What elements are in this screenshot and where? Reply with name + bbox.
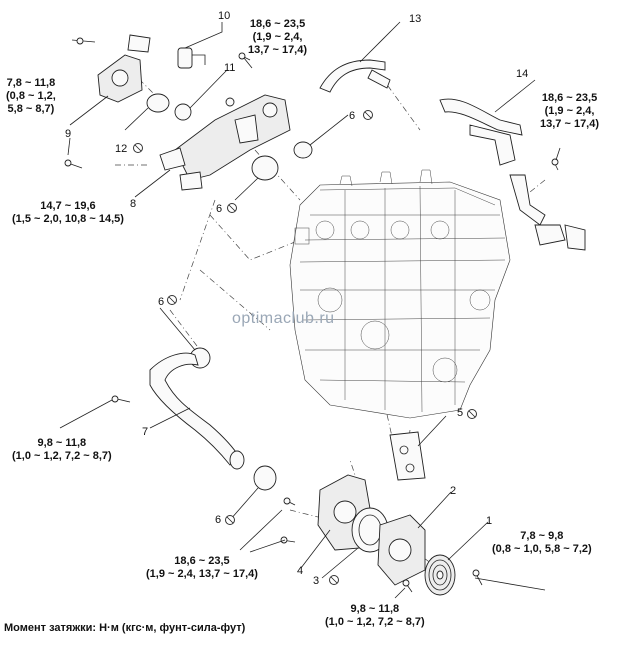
leader-lines [59,21,561,599]
pulley-1 [424,554,456,596]
torque-units-legend: Момент затяжки: Н·м (кгс·м, фунт-сила-фу… [4,622,246,634]
torque-label-bottom: 9,8 ~ 11,8 (1,0 ~ 1,2, 7,2 ~ 8,7) [325,603,425,628]
pipe-7 [149,352,245,470]
torque-label-bottom-right: 7,8 ~ 9,8 (0,8 ~ 1,0, 5,8 ~ 7,2) [492,530,592,555]
torque-label-right: 18,6 ~ 23,5 (1,9 ~ 2,4, 13,7 ~ 17,4) [540,92,600,130]
thermostat-11 [174,97,235,121]
part-number-3: 3 [313,575,320,587]
part-number-8: 8 [130,198,137,210]
engine-block [289,169,511,419]
part-number-6-a: 6 [349,110,356,122]
torque-label-left-low: 9,8 ~ 11,8 (1,0 ~ 1,2, 7,2 ~ 8,7) [12,437,112,462]
no-reuse-marks [133,110,477,585]
gasket-12 [146,93,170,113]
part-number-10: 10 [218,10,231,22]
bolts [64,52,559,593]
part-number-14: 14 [516,68,529,80]
hose-14 [439,98,586,251]
part-number-5: 5 [457,407,464,419]
part-number-13: 13 [409,13,422,25]
watermark-text: optimaclub.ru [232,310,335,327]
part-number-9: 9 [65,128,72,140]
part-number-6-b: 6 [216,203,223,215]
hose-13 [319,59,391,93]
thermostat-housing-8 [159,94,291,191]
water-outlet-9 [71,34,151,103]
torque-label-top-center: 18,6 ~ 23,5 (1,9 ~ 2,4, 13,7 ~ 17,4) [248,18,308,56]
part-number-11: 11 [224,62,236,74]
torque-label-top-left: 7,8 ~ 11,8 (0,8 ~ 1,2, 5,8 ~ 8,7) [6,77,56,115]
part-number-7: 7 [142,426,149,438]
part-number-12: 12 [115,143,128,155]
part-number-4: 4 [297,565,304,577]
torque-label-bottom-center: 18,6 ~ 23,5 (1,9 ~ 2,4, 13,7 ~ 17,4) [146,555,258,580]
part-number-2: 2 [450,485,457,497]
gasket-5 [389,431,426,481]
sensor-10 [177,47,206,69]
torque-label-left-mid: 14,7 ~ 19,6 (1,5 ~ 2,0, 10,8 ~ 14,5) [12,200,124,225]
part-number-6-d: 6 [215,514,222,526]
part-number-1: 1 [486,515,493,527]
water-pump-2 [377,514,426,586]
part-number-6-c: 6 [158,296,165,308]
